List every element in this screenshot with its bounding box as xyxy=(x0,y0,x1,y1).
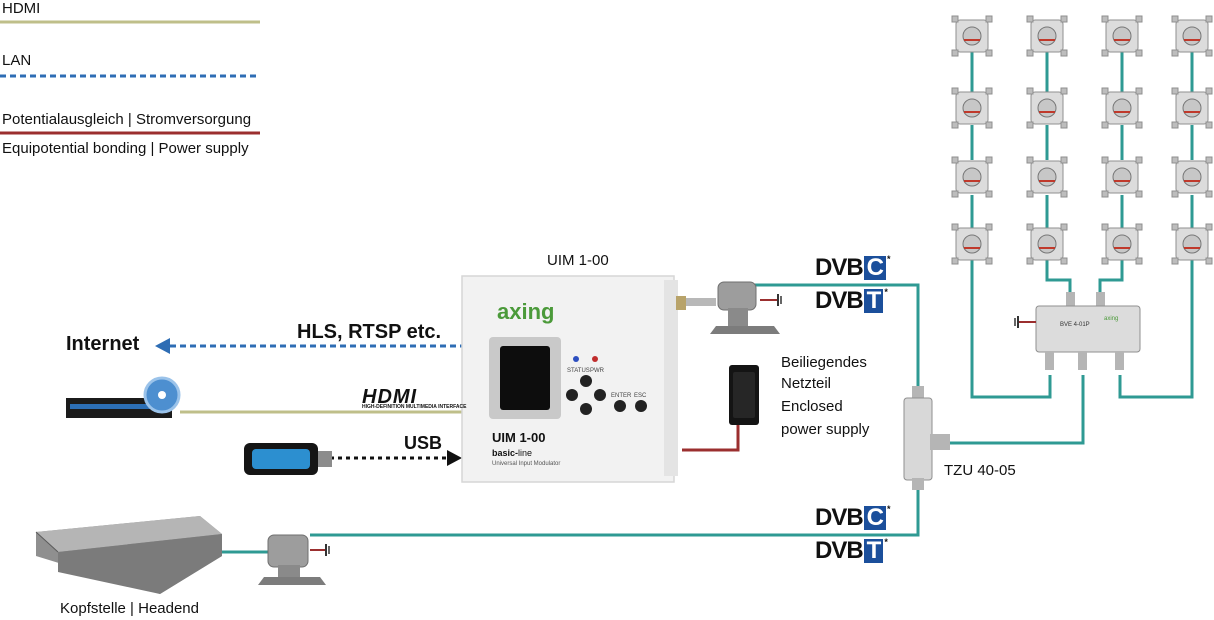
uim-description: Universal Input Modulator xyxy=(492,461,560,467)
antenna-outlet xyxy=(951,156,993,198)
antenna-outlet xyxy=(1171,156,1213,198)
uim-model: UIM 1-00 xyxy=(492,430,545,445)
button-up[interactable] xyxy=(580,375,592,387)
uim-title-label: UIM 1-00 xyxy=(547,252,609,269)
coax-cables xyxy=(222,52,1194,554)
legend-lan-label: LAN xyxy=(2,52,32,69)
psu-label-line3: Enclosed xyxy=(781,398,843,415)
power-connection xyxy=(682,425,740,452)
antenna-outlet xyxy=(951,223,993,265)
antenna-outlet xyxy=(1101,156,1143,198)
uim-brand: axing xyxy=(497,299,554,324)
uim-line: basic-line xyxy=(492,448,532,458)
psu-label-line1: Beiliegendes xyxy=(781,354,867,371)
antenna-outlets xyxy=(951,15,1213,265)
uim-esc-label: ESC xyxy=(634,393,647,399)
button-enter[interactable] xyxy=(614,400,626,412)
button-right[interactable] xyxy=(594,389,606,401)
grounding-block-top xyxy=(686,281,782,334)
antenna-outlet xyxy=(1101,15,1143,57)
protocols-label: HLS, RTSP etc. xyxy=(297,321,442,343)
button-down[interactable] xyxy=(580,403,592,415)
tzu-device xyxy=(903,386,950,490)
hdmi-logo: HDMI xyxy=(362,386,418,408)
uim-device: axing STATUS PWR ENTER ESC UIM 1-00 basi… xyxy=(461,275,686,483)
psu-label-line4: power supply xyxy=(781,421,870,438)
splitter-device: BVE 4-01P axing xyxy=(1014,292,1141,370)
power-supply-unit xyxy=(729,365,759,425)
usb-label: USB xyxy=(404,433,443,453)
uim-enter-label: ENTER xyxy=(611,393,632,399)
legend-power-en-label: Equipotential bonding | Power supply xyxy=(2,140,249,157)
tzu-label: TZU 40-05 xyxy=(944,462,1016,479)
antenna-outlet xyxy=(1171,87,1213,129)
antenna-outlet xyxy=(1026,156,1068,198)
antenna-outlet xyxy=(1171,223,1213,265)
grounding-block-bottom xyxy=(258,534,330,585)
internet-arrow xyxy=(155,338,170,354)
status-led xyxy=(573,356,579,362)
button-esc[interactable] xyxy=(635,400,647,412)
splitter-model: BVE 4-01P xyxy=(1060,322,1090,328)
headend-label: Kopfstelle | Headend xyxy=(60,600,199,617)
uim-status-label: STATUS xyxy=(567,368,590,374)
usb-arrow xyxy=(447,450,462,466)
antenna-outlet xyxy=(1171,15,1213,57)
antenna-outlet xyxy=(951,15,993,57)
antenna-outlet xyxy=(951,87,993,129)
antenna-outlet xyxy=(1101,223,1143,265)
hdmi-logo-subtitle: HIGH-DEFINITION MULTIMEDIA INTERFACE xyxy=(362,404,467,410)
antenna-outlet xyxy=(1026,15,1068,57)
pwr-led xyxy=(592,356,598,362)
usb-stick xyxy=(244,443,332,475)
internet-label: Internet xyxy=(66,333,140,355)
headend-device xyxy=(35,516,222,594)
antenna-outlet xyxy=(1101,87,1143,129)
uim-pwr-label: PWR xyxy=(590,368,605,374)
media-player xyxy=(66,376,181,418)
antenna-outlet xyxy=(1026,87,1068,129)
button-left[interactable] xyxy=(566,389,578,401)
antenna-outlet xyxy=(1026,223,1068,265)
psu-label-line2: Netzteil xyxy=(781,375,832,392)
splitter-brand: axing xyxy=(1104,316,1118,322)
legend-hdmi-label: HDMI xyxy=(2,0,41,17)
legend-power-de-label: Potentialausgleich | Stromversorgung xyxy=(2,111,252,128)
